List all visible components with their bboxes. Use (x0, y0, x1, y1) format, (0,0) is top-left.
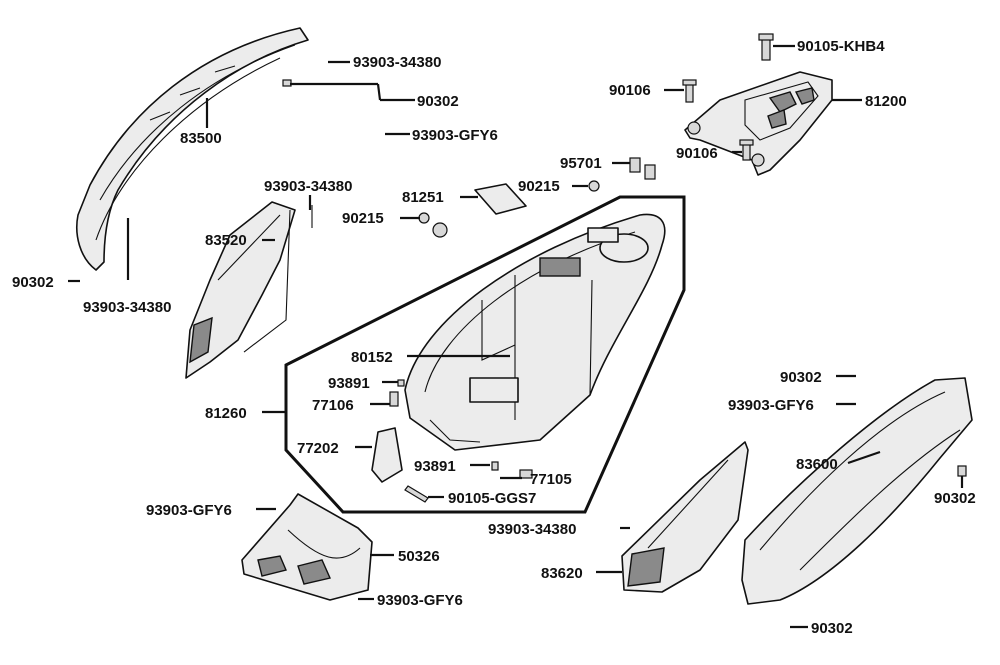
label-90302-right-top: 90302 (780, 369, 822, 386)
label-81251: 81251 (402, 189, 444, 206)
hardware-93891-b (491, 461, 499, 471)
part-83520 (185, 201, 313, 379)
part-83620 (621, 441, 749, 593)
frame-81260 (284, 195, 686, 514)
label-93903-gfy6-top: 93903-GFY6 (412, 127, 498, 144)
label-90215-b: 90215 (342, 210, 384, 227)
label-93891-b: 93891 (414, 458, 456, 475)
label-90105-khb4: 90105-KHB4 (797, 38, 885, 55)
label-90106-b: 90106 (676, 145, 718, 162)
part-81251 (474, 183, 527, 215)
part-50326 (241, 493, 373, 601)
hardware-77106 (389, 391, 399, 407)
label-77202: 77202 (297, 440, 339, 457)
label-93891-a: 93891 (328, 375, 370, 392)
part-83600 (741, 377, 973, 605)
label-95701: 95701 (560, 155, 602, 172)
leader-lines (68, 44, 964, 629)
label-90302-bottom: 90302 (811, 620, 853, 637)
label-81200: 81200 (865, 93, 907, 110)
part-81260-luggage-box (404, 213, 666, 451)
label-83520: 83520 (205, 232, 247, 249)
label-93903-34380-bottom: 93903-34380 (488, 521, 576, 538)
part-83500 (76, 27, 309, 271)
label-77106: 77106 (312, 397, 354, 414)
label-83620: 83620 (541, 565, 583, 582)
label-80152: 80152 (351, 349, 393, 366)
label-93903-34380-left: 93903-34380 (83, 299, 171, 316)
label-93903-gfy6-bottom: 93903-GFY6 (377, 592, 463, 609)
part-77202 (371, 427, 403, 483)
label-90215-a: 90215 (518, 178, 560, 195)
hardware-90215-b (432, 222, 448, 238)
hardware-93891-a (397, 379, 405, 387)
label-93903-gfy6-right: 93903-GFY6 (728, 397, 814, 414)
label-90302-left: 90302 (12, 274, 54, 291)
label-93903-34380-top: 93903-34380 (353, 54, 441, 71)
hardware-95701 (629, 157, 656, 180)
label-81260: 81260 (205, 405, 247, 422)
label-90302-right: 90302 (934, 490, 976, 507)
hardware-90215-a (588, 180, 600, 192)
label-83500: 83500 (180, 130, 222, 147)
part-81200 (682, 33, 833, 176)
part-labels: 90105-KHB4 93903-34380 90302 93903-GFY6 … (12, 38, 976, 637)
hardware-77105 (519, 469, 533, 479)
label-83600: 83600 (796, 456, 838, 473)
label-90302-top: 90302 (417, 93, 459, 110)
label-50326: 50326 (398, 548, 440, 565)
label-90105-ggs7: 90105-GGS7 (448, 490, 536, 507)
label-93903-gfy6-bl: 93903-GFY6 (146, 502, 232, 519)
hardware-90215-b-head (418, 212, 430, 224)
label-90106-a: 90106 (609, 82, 651, 99)
hardware-90105-ggs7 (404, 485, 429, 503)
label-77105: 77105 (530, 471, 572, 488)
label-93903-34380-mid: 93903-34380 (264, 178, 352, 195)
